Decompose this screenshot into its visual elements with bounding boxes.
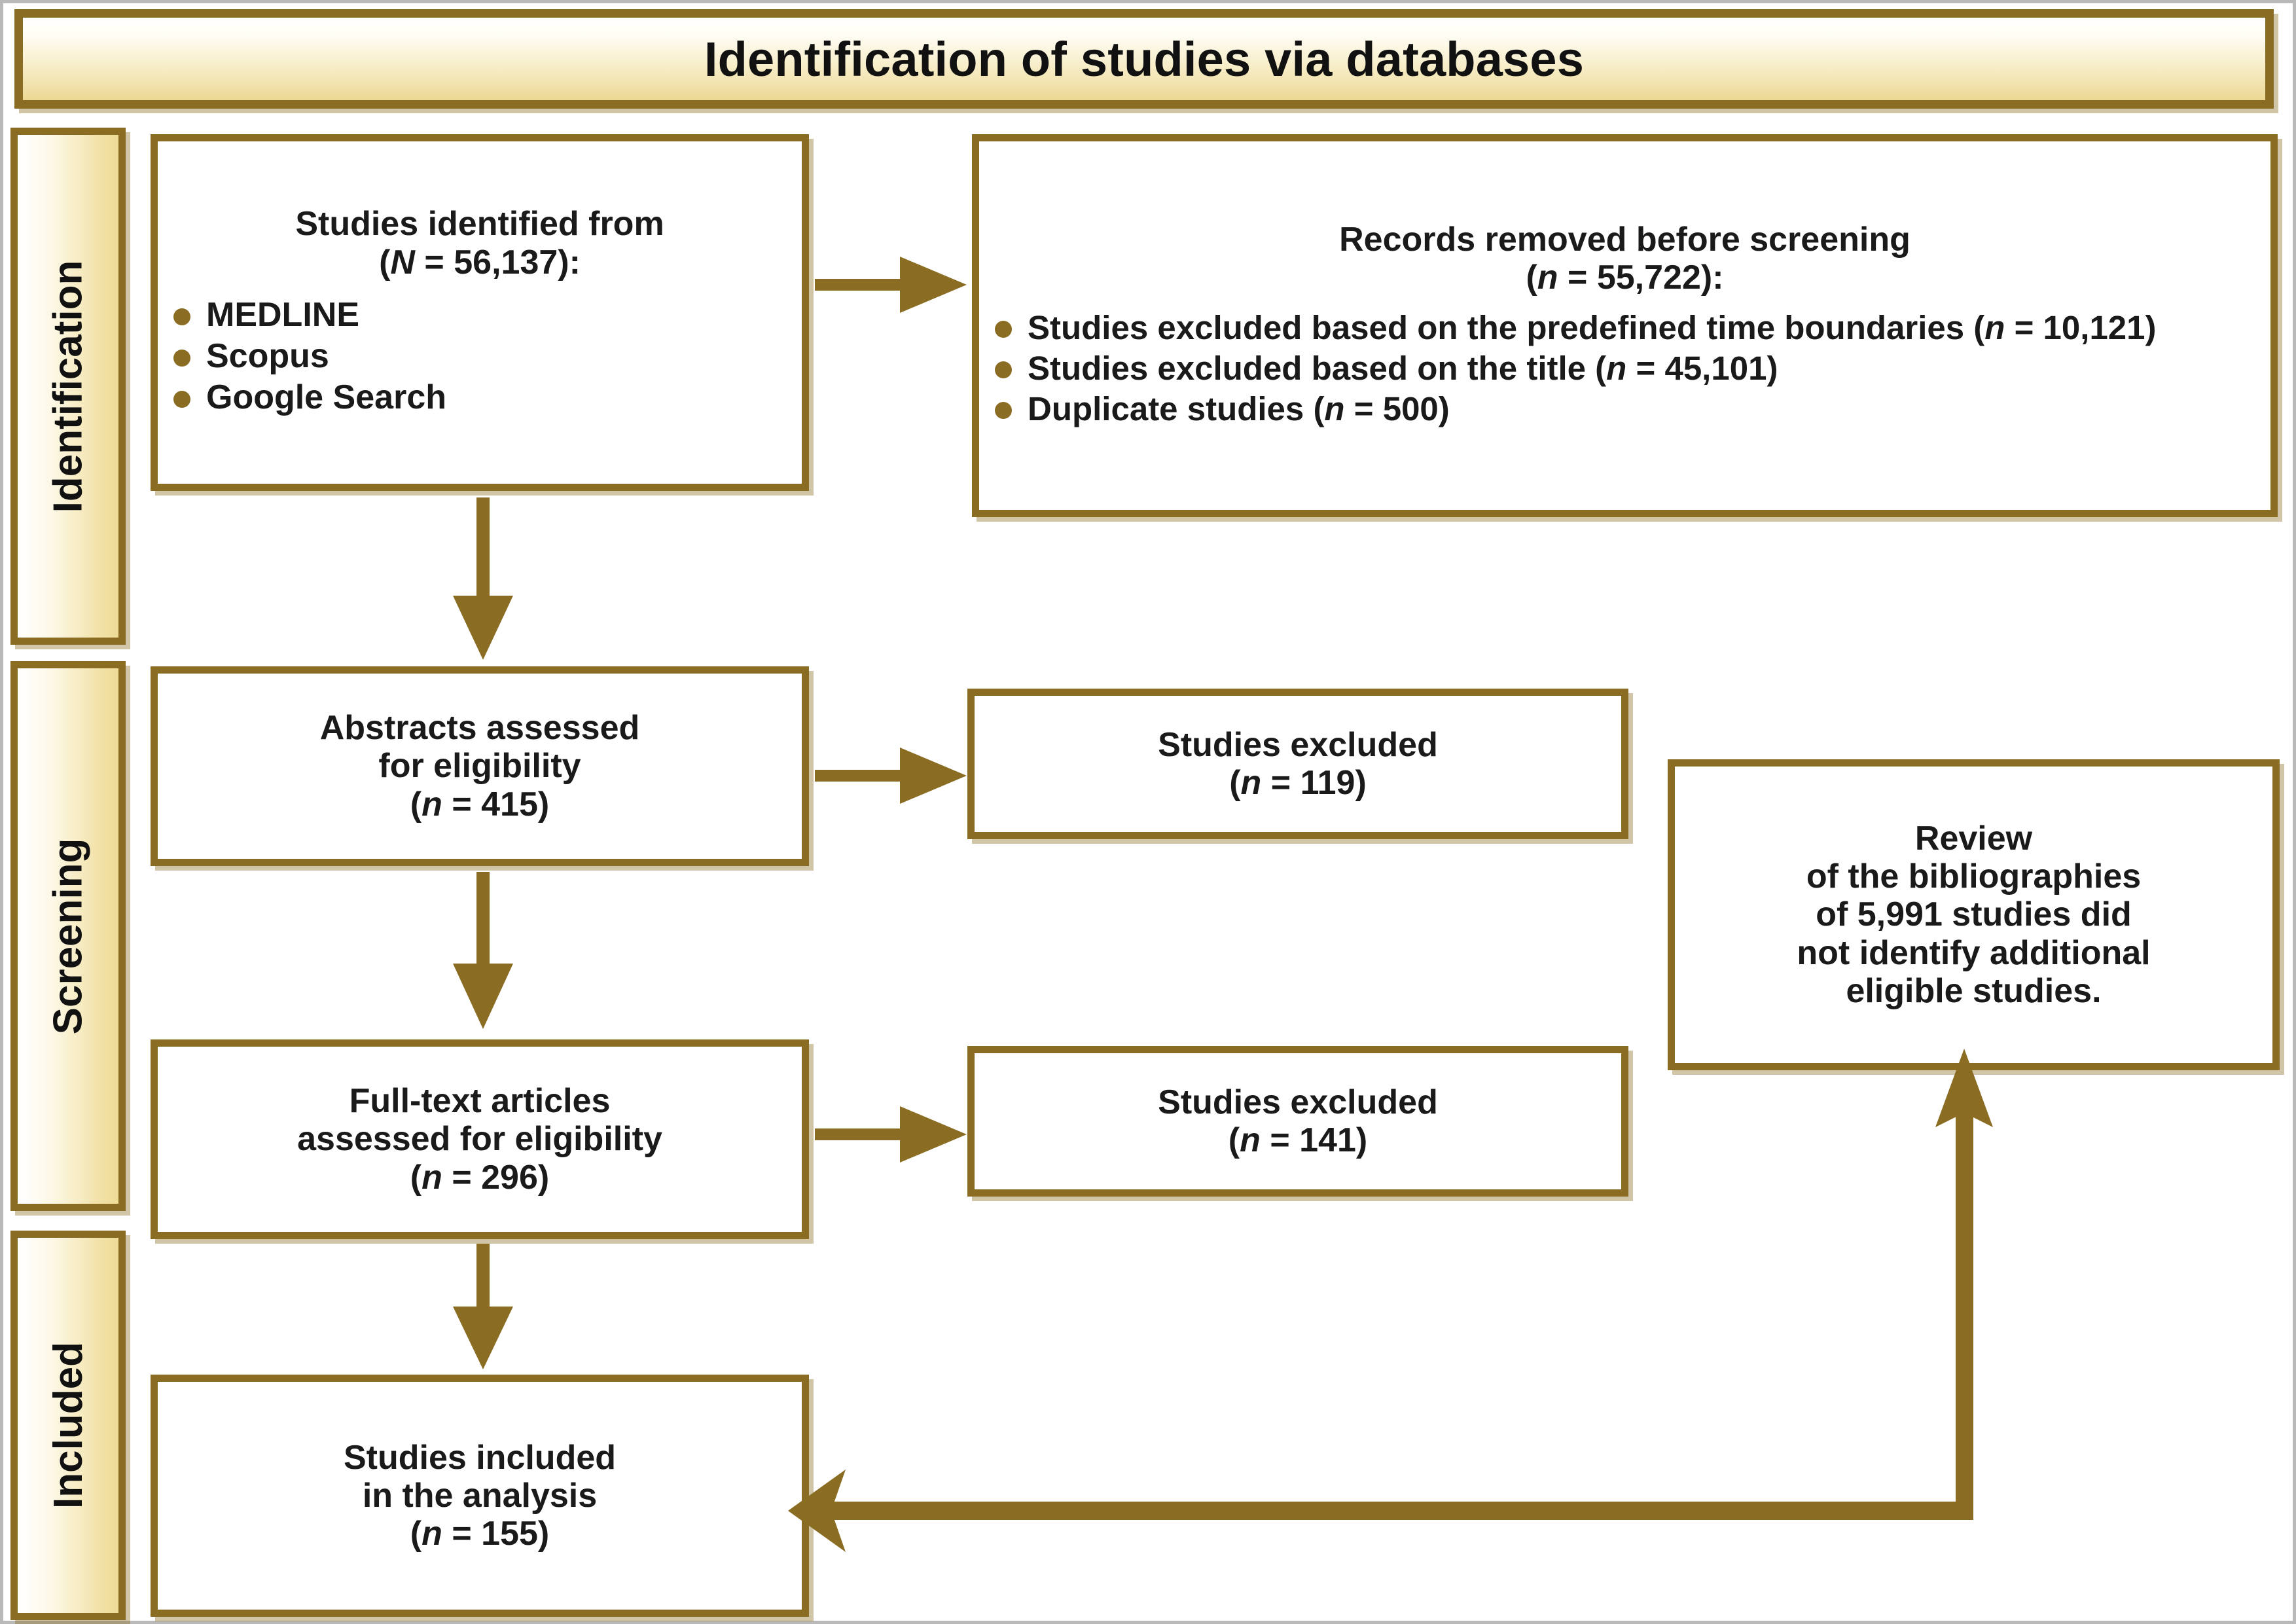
arrow-abstracts-to-excluded xyxy=(815,748,967,804)
box-studies-excluded-fulltext: Studies excluded (n = 141) xyxy=(967,1046,1628,1197)
studies-identified-source-list: MEDLINE Scopus Google Search xyxy=(158,293,802,420)
abstracts-assessed-text: Abstracts assessed for eligibility (n = … xyxy=(158,709,802,823)
list-item: Scopus xyxy=(170,337,795,376)
studies-excluded-fulltext-text: Studies excluded (n = 141) xyxy=(975,1083,1621,1159)
list-item: Duplicate studies (n = 500) xyxy=(991,390,2264,428)
arrow-fulltext-to-excluded xyxy=(815,1106,967,1163)
box-records-removed: Records removed before screening (n = 55… xyxy=(972,134,2278,517)
review-line2: of the bibliographies xyxy=(1806,857,2142,896)
review-line1: Review xyxy=(1914,819,2033,857)
stage-label-included-text: Included xyxy=(45,1342,91,1509)
stage-label-screening: Screening xyxy=(10,661,126,1211)
review-bibliographies-text: Review of the bibliographies of 5,991 st… xyxy=(1675,820,2272,1010)
arrow-abstracts-to-fulltext xyxy=(453,872,513,1029)
fulltext-assessed-line1: Full-text articles xyxy=(349,1082,611,1121)
stage-label-included: Included xyxy=(10,1231,126,1620)
studies-excluded-fulltext-line1: Studies excluded xyxy=(1158,1083,1438,1121)
records-removed-line1: Records removed before screening xyxy=(1339,221,1910,259)
list-item: Studies excluded based on the predefined… xyxy=(991,309,2264,347)
fulltext-assessed-line2: assessed for eligibility xyxy=(297,1120,662,1159)
review-line4: not identify additional xyxy=(1797,933,2151,972)
studies-excluded-abstracts-text: Studies excluded (n = 119) xyxy=(975,726,1621,802)
fulltext-assessed-count: (n = 296) xyxy=(410,1158,550,1197)
review-line5: eligible studies. xyxy=(1846,971,2102,1010)
page-title: Identification of studies via databases xyxy=(704,31,1585,86)
diagram-title-banner: Identification of studies via databases xyxy=(14,9,2274,109)
stage-label-identification-text: Identification xyxy=(45,260,91,513)
studies-excluded-fulltext-count: (n = 141) xyxy=(1228,1121,1368,1159)
box-studies-excluded-abstracts: Studies excluded (n = 119) xyxy=(967,689,1628,839)
review-line3: of 5,991 studies did xyxy=(1816,895,2132,934)
studies-identified-line1: Studies identified from xyxy=(295,205,664,244)
studies-identified-count: (N = 56,137): xyxy=(379,243,581,281)
studies-identified-heading: Studies identified from (N = 56,137): xyxy=(158,205,802,281)
studies-excluded-abstracts-line1: Studies excluded xyxy=(1158,725,1438,764)
arrow-identified-to-removed xyxy=(815,257,967,313)
list-item: MEDLINE xyxy=(170,296,795,334)
stage-label-screening-text: Screening xyxy=(45,838,91,1034)
box-review-bibliographies: Review of the bibliographies of 5,991 st… xyxy=(1668,759,2280,1070)
abstracts-assessed-count: (n = 415) xyxy=(410,785,550,823)
abstracts-assessed-line2: for eligibility xyxy=(378,747,581,785)
records-removed-count: (n = 55,722): xyxy=(1526,259,1724,297)
studies-included-count: (n = 155) xyxy=(410,1515,550,1553)
list-item: Google Search xyxy=(170,378,795,417)
studies-included-line1: Studies included xyxy=(343,1438,617,1477)
stage-label-identification: Identification xyxy=(10,128,126,645)
abstracts-assessed-line1: Abstracts assessed xyxy=(319,709,640,748)
box-studies-included: Studies included in the analysis (n = 15… xyxy=(151,1375,809,1617)
records-removed-reason-list: Studies excluded based on the predefined… xyxy=(979,306,2270,431)
arrow-fulltext-to-included xyxy=(453,1244,513,1369)
box-abstracts-assessed: Abstracts assessed for eligibility (n = … xyxy=(151,666,809,866)
fulltext-assessed-text: Full-text articles assessed for eligibil… xyxy=(158,1082,802,1197)
list-item: Studies excluded based on the title (n =… xyxy=(991,350,2264,388)
arrow-identified-to-abstracts xyxy=(453,497,513,660)
box-fulltext-assessed: Full-text articles assessed for eligibil… xyxy=(151,1039,809,1239)
box-studies-identified: Studies identified from (N = 56,137): ME… xyxy=(151,134,809,491)
studies-included-line2: in the analysis xyxy=(362,1476,598,1515)
studies-excluded-abstracts-count: (n = 119) xyxy=(1229,764,1367,802)
studies-included-text: Studies included in the analysis (n = 15… xyxy=(158,1439,802,1553)
records-removed-heading: Records removed before screening (n = 55… xyxy=(979,221,2270,297)
